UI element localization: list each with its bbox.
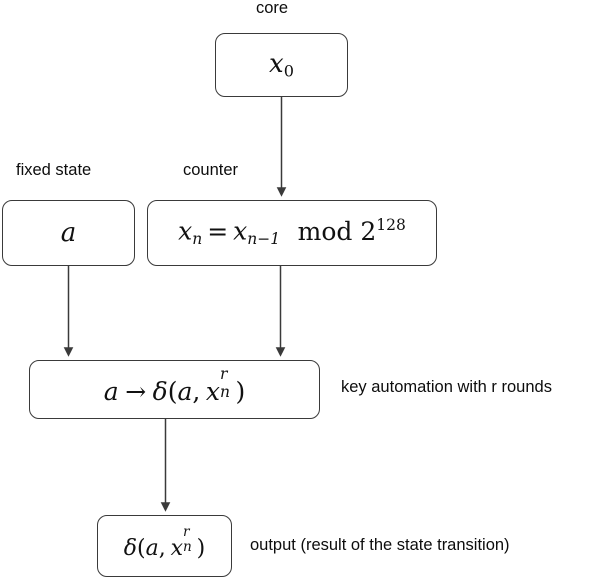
output-arg1: a [145,535,159,561]
fixed-state-node: a [2,200,135,266]
counter-rhs-sub: n−1 [247,230,281,249]
output-caption: output (result of the state transition) [250,536,510,554]
key-automation-x: x [205,377,220,406]
output-open-paren: ( [137,535,146,561]
counter-lhs-sub: n [192,230,203,249]
counter-lhs-base: x [178,216,193,246]
counter-label: counter [183,161,239,179]
key-automation-close-paren: ) [235,377,246,406]
core-node: x0 [215,33,348,97]
key-automation-delta: δ [152,377,168,406]
output-subscript: n [183,538,192,555]
fixed-state-label: fixed state [16,161,92,179]
output-close-paren: ) [196,535,206,561]
core-formula-sub: 0 [283,61,294,81]
counter-rhs-base: x [233,216,248,246]
output-superscript: r [183,523,190,540]
output-x: x [170,535,183,561]
key-automation-open-paren: ( [167,377,178,406]
counter-mod: mod [297,216,353,246]
key-automation-comma: , [192,377,201,406]
key-automation-superscript: r [219,365,228,384]
counter-exponent: 128 [376,216,406,235]
key-automation-subscript: n [219,382,230,401]
key-automation-arrow-glyph: → [125,377,147,406]
key-automation-arg1: a [177,377,193,406]
core-formula: x0 [269,51,294,80]
counter-equals: = [207,216,229,246]
fixed-state-formula: a [60,218,77,248]
core-label: core [256,0,289,17]
key-automation-caption: key automation with r rounds [341,378,552,396]
counter-two: 2 [360,216,377,246]
output-comma: , [158,535,166,561]
key-automation-a: a [103,377,119,406]
output-delta: δ [123,535,138,561]
core-formula-base: x [269,48,284,79]
